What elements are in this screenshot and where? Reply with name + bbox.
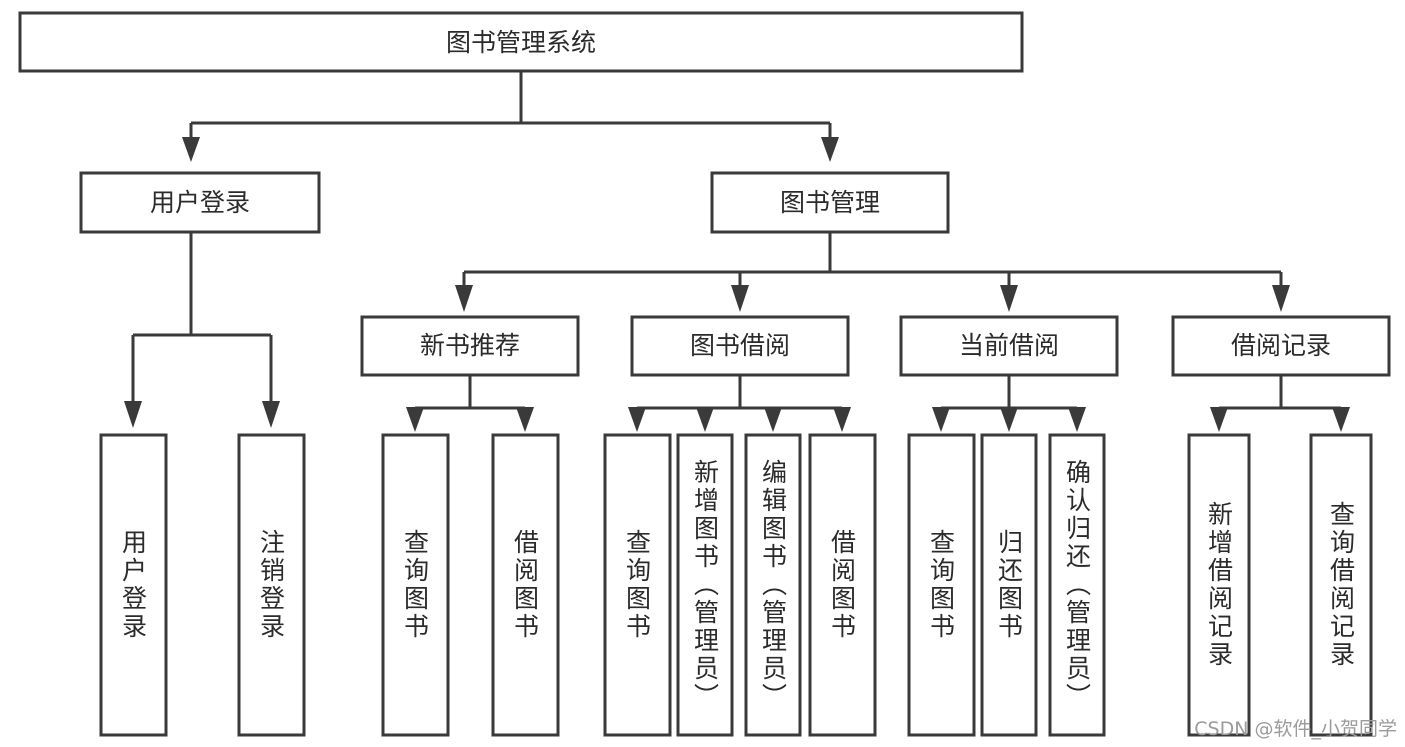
node-root-label: 图书管理系统 [446, 28, 596, 57]
leaf-new-book-1-box[interactable] [381, 433, 450, 737]
node-current-borrow[interactable]: 当前借阅 [899, 315, 1119, 377]
arrow-head-nb-child-1 [406, 407, 424, 432]
leaf-new-book-2-box[interactable] [491, 433, 560, 737]
leaf-current-borrow-3[interactable]: 确认归还（管理员） [1048, 433, 1106, 737]
arrow-head-br-child-2 [1332, 407, 1350, 432]
node-root[interactable]: 图书管理系统 [18, 11, 1024, 73]
node-user-login-box[interactable] [79, 171, 321, 234]
connector-group-current-borrow [932, 375, 1086, 432]
leaf-user-login-2[interactable]: 注销登录 [237, 433, 306, 737]
node-root-box[interactable] [18, 11, 1024, 73]
leaf-book-borrow-2-box[interactable] [676, 433, 734, 737]
node-borrow-record[interactable]: 借阅记录 [1171, 315, 1391, 377]
leaf-user-login-1[interactable]: 用户登录 [99, 433, 168, 737]
node-user-login[interactable]: 用户登录 [79, 171, 321, 234]
leaf-book-borrow-2-label: 新增图书（管理员） [691, 459, 720, 711]
leaf-borrow-record-1[interactable]: 新增借阅记录 [1187, 433, 1251, 737]
arrow-head-user-login-child-1 [124, 401, 142, 428]
node-book-borrow[interactable]: 图书借阅 [630, 315, 850, 377]
leaf-book-borrow-4-label: 借阅图书 [828, 529, 857, 641]
leaf-new-book-2-label: 借阅图书 [511, 529, 540, 641]
leaf-book-borrow-1-box[interactable] [603, 433, 672, 737]
leaf-current-borrow-2-box[interactable] [980, 433, 1038, 737]
leaf-current-borrow-1-box[interactable] [907, 433, 976, 737]
leaf-borrow-record-1-box[interactable] [1187, 433, 1251, 737]
arrow-head-bb-child-3 [764, 407, 782, 432]
arrow-head-cb-child-2 [1000, 407, 1018, 432]
node-user-login-label: 用户登录 [150, 188, 250, 217]
connector-group-book-manage [455, 232, 1290, 312]
node-book-borrow-box[interactable] [630, 315, 850, 377]
connector-group-borrow-record [1210, 375, 1350, 432]
node-new-book-recommend-label: 新书推荐 [420, 331, 520, 360]
leaf-book-borrow-3-box[interactable] [744, 433, 802, 737]
node-borrow-record-label: 借阅记录 [1231, 331, 1331, 360]
leaf-current-borrow-3-label: 确认归还（管理员） [1063, 459, 1092, 711]
leaf-current-borrow-2[interactable]: 归还图书 [980, 433, 1038, 737]
connector-group-user-login [124, 232, 280, 428]
node-book-borrow-label: 图书借阅 [690, 331, 790, 360]
connector-group-book-borrow [628, 375, 851, 432]
leaf-borrow-record-1-label: 新增借阅记录 [1205, 501, 1234, 669]
leaf-new-book-1[interactable]: 查询图书 [381, 433, 450, 737]
leaf-current-borrow-2-label: 归还图书 [995, 529, 1024, 641]
arrow-head-br-child-1 [1210, 407, 1228, 432]
leaf-book-borrow-3-label: 编辑图书（管理员） [759, 459, 788, 711]
arrow-head-bb-child-4 [833, 407, 851, 432]
arrow-head-book-borrow [731, 285, 749, 312]
leaf-book-borrow-4[interactable]: 借阅图书 [808, 433, 877, 737]
node-current-borrow-label: 当前借阅 [959, 331, 1059, 360]
leaf-current-borrow-3-box[interactable] [1048, 433, 1106, 737]
node-book-manage-label: 图书管理 [780, 188, 880, 217]
node-book-manage-box[interactable] [710, 171, 950, 234]
leaf-user-login-1-box[interactable] [99, 433, 168, 737]
leaf-book-borrow-1-label: 查询图书 [623, 529, 652, 641]
arrow-head-cb-child-1 [932, 407, 950, 432]
leaf-current-borrow-1-label: 查询图书 [927, 529, 956, 641]
arrow-head-current-borrow [1000, 285, 1018, 312]
node-new-book-recommend[interactable]: 新书推荐 [360, 315, 580, 377]
connector-group-new-book [406, 375, 534, 432]
arrow-head-user-login-child-2 [262, 401, 280, 428]
node-current-borrow-box[interactable] [899, 315, 1119, 377]
leaf-book-borrow-3[interactable]: 编辑图书（管理员） [744, 433, 802, 737]
leaf-current-borrow-1[interactable]: 查询图书 [907, 433, 976, 737]
node-new-book-recommend-box[interactable] [360, 315, 580, 377]
leaf-user-login-1-label: 用户登录 [119, 529, 148, 641]
connector-group-root [182, 71, 839, 162]
arrow-head-cb-child-3 [1068, 407, 1086, 432]
arrow-head-book-manage [821, 137, 839, 162]
arrow-head-borrow-record [1272, 285, 1290, 312]
arrow-head-bb-child-2 [696, 407, 714, 432]
arrow-head-user-login [182, 137, 200, 162]
leaf-user-login-2-box[interactable] [237, 433, 306, 737]
node-borrow-record-box[interactable] [1171, 315, 1391, 377]
leaf-book-borrow-2[interactable]: 新增图书（管理员） [676, 433, 734, 737]
leaf-borrow-record-2-label: 查询借阅记录 [1327, 501, 1356, 669]
leaf-new-book-1-label: 查询图书 [401, 529, 430, 641]
leaf-borrow-record-2-box[interactable] [1309, 433, 1373, 737]
leaf-book-borrow-4-box[interactable] [808, 433, 877, 737]
arrow-head-nb-child-2 [516, 407, 534, 432]
leaf-user-login-2-label: 注销登录 [257, 529, 286, 641]
leaf-new-book-2[interactable]: 借阅图书 [491, 433, 560, 737]
node-book-manage[interactable]: 图书管理 [710, 171, 950, 234]
arrow-head-bb-child-1 [628, 407, 646, 432]
leaf-borrow-record-2[interactable]: 查询借阅记录 [1309, 433, 1373, 737]
arrow-head-new-book [455, 285, 473, 312]
leaf-book-borrow-1[interactable]: 查询图书 [603, 433, 672, 737]
